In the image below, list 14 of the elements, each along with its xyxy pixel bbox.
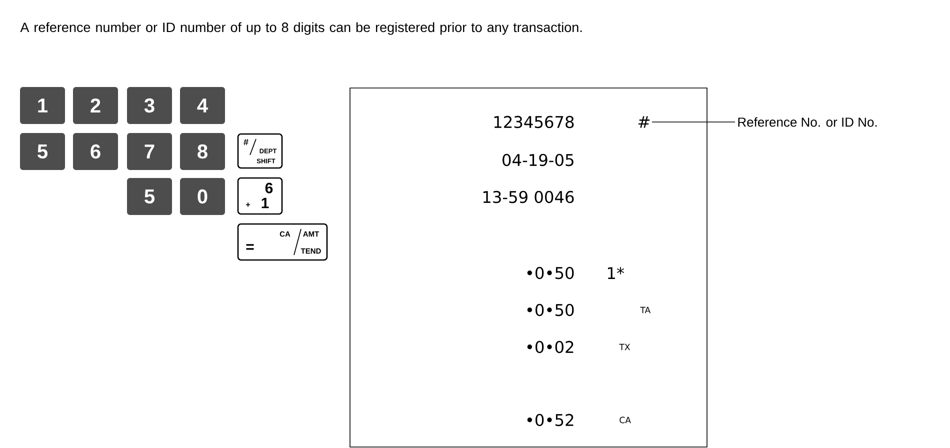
note-text: A reference number or ID number of up to 8 digits can be registered prior to any transaction. — [20, 22, 582, 35]
key: 8 — [180, 133, 225, 170]
callout-text: Reference No. or ID No. — [738, 117, 877, 127]
key: 2 — [73, 87, 118, 124]
key: 0 — [180, 178, 225, 215]
key: 5 — [127, 178, 172, 215]
receipt-symbol: # — [638, 116, 650, 128]
key: 6 + 1 — [237, 177, 283, 215]
key: 1 — [20, 87, 65, 124]
key: 3 — [127, 87, 172, 124]
key: 7 — [127, 133, 172, 170]
key: 4 — [180, 87, 225, 124]
key: 5 — [20, 133, 65, 170]
key: 6 — [73, 133, 118, 170]
